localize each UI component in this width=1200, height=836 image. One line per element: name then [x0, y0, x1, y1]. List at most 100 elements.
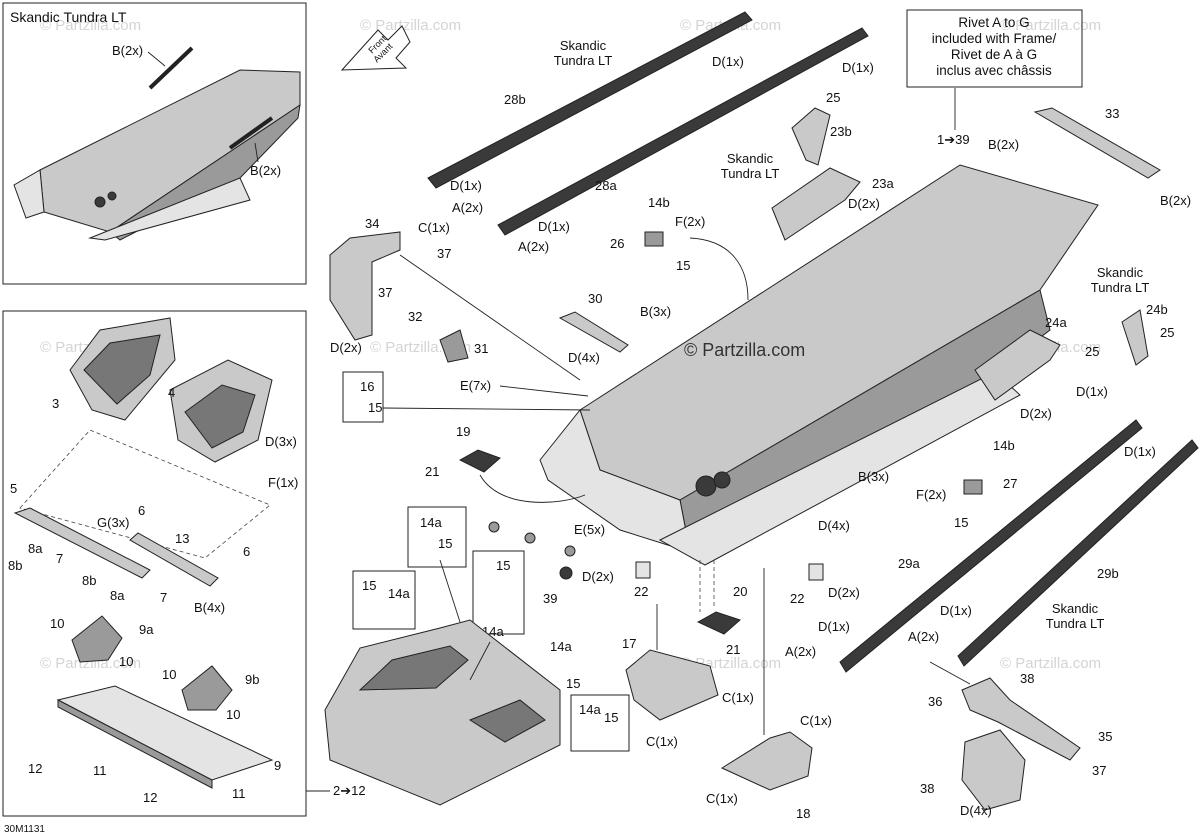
front-frame-opening [358, 645, 469, 691]
part-35-plate [961, 729, 1026, 811]
callout-label: 15 [362, 578, 376, 593]
part-34-bracket [329, 231, 401, 341]
watermark: © Partzilla.com [40, 17, 141, 34]
callout-label: 19 [456, 424, 470, 439]
callout-label: 29a [898, 556, 920, 571]
part-5-bracket [13, 507, 151, 579]
callout-label: 21 [726, 642, 740, 657]
callout-label: 21 [425, 464, 439, 479]
callout-label: 27 [1003, 476, 1017, 491]
parts-35-38: 38 36 35 37 38 D(4x) [920, 661, 1112, 818]
model-label: Tundra LT [1046, 616, 1105, 631]
parts-30-32: 30 B(3x) 32 31 D(4x) E(7x) [408, 291, 671, 397]
callout-label: B(3x) [640, 304, 671, 319]
part-4-opening [184, 384, 256, 449]
callout-label: D(4x) [568, 350, 600, 365]
callout-label: 23b [830, 124, 852, 139]
callout-label: 10 [119, 654, 133, 669]
callout-label: B(2x) [1160, 193, 1191, 208]
part-17-skid [625, 649, 719, 721]
callout-label: B(2x) [988, 137, 1019, 152]
callout-label: 28a [595, 178, 617, 193]
part-9-crossmember [56, 685, 274, 781]
part-23a-bracket [771, 167, 861, 241]
callout-label: D(1x) [538, 219, 570, 234]
front-arrow: Front Avant [340, 25, 411, 71]
callout-label: 37 [1092, 763, 1106, 778]
part-29b-rail [957, 439, 1199, 667]
watermark: © Partzilla.com [360, 17, 461, 34]
leader [147, 51, 166, 67]
kit-box [342, 371, 384, 423]
part-39 [559, 566, 573, 580]
inset-tunnel-front [13, 169, 45, 219]
note-line: Rivet de A à G [951, 47, 1037, 62]
main-tunnel: © Partzilla.com [539, 164, 1099, 566]
callout-label: 22 [634, 584, 648, 599]
callout-label: 16 [360, 379, 374, 394]
callout-label: 25 [1160, 325, 1174, 340]
inset-rail-upper [148, 46, 194, 90]
callout-label: E(7x) [460, 378, 491, 393]
callout-label: 24b [1146, 302, 1168, 317]
callout-label: 1➔39 [937, 132, 970, 147]
callout-label: 15 [496, 558, 510, 573]
callout-label: 24a [1045, 315, 1067, 330]
model-label: Tundra LT [721, 166, 780, 181]
group-27: 14b 27 F(2x) 15 [916, 438, 1017, 530]
callout-label: 9 [274, 758, 281, 773]
note-frame [906, 9, 1083, 88]
part-19: 19 21 E(5x) [425, 424, 605, 537]
note-line: Rivet A to G [958, 15, 1029, 30]
note-line: included with Frame/ [932, 31, 1057, 46]
callout-label: G(3x) [97, 515, 130, 530]
kit-box [570, 694, 630, 752]
callout-label: B(2x) [250, 163, 281, 178]
callout-label: 22 [790, 591, 804, 606]
callout-label: 14a [420, 515, 442, 530]
part-20: 20 21 [696, 560, 747, 657]
part-22-plate [808, 563, 824, 581]
callout-label: 15 [676, 258, 690, 273]
model-label: Skandic [1052, 601, 1099, 616]
figure-code: 30M1131 [4, 824, 45, 835]
callout-label: 15 [368, 400, 382, 415]
callout-label: B(4x) [194, 600, 225, 615]
callout-label: 10 [162, 667, 176, 682]
callout-label: 15 [604, 710, 618, 725]
leader [479, 474, 586, 503]
callout-label: C(1x) [800, 713, 832, 728]
part-28a-rail [497, 27, 869, 236]
callout-label: 20 [733, 584, 747, 599]
part-23b-bracket [791, 107, 831, 166]
part-washer [488, 521, 500, 533]
kit-box-14a-c: 14a 15 [570, 694, 630, 752]
leader [689, 237, 749, 301]
callout-label: 12 [28, 761, 42, 776]
leader [439, 559, 461, 623]
callout-label: 7 [160, 590, 167, 605]
lower-front-frame [324, 559, 561, 806]
callout-label: 11 [93, 763, 107, 778]
callout-label: 25 [826, 90, 840, 105]
leader [929, 661, 971, 685]
inset-hole [107, 191, 117, 201]
callout-label: 3 [52, 396, 59, 411]
part-9a-bracket [71, 615, 123, 663]
callout-label: 25 [1085, 344, 1099, 359]
callout-label: A(2x) [518, 239, 549, 254]
callout-label: 10 [226, 707, 240, 722]
callout-label: 14a [550, 639, 572, 654]
inset-frame [2, 2, 307, 285]
callout-label: B(3x) [858, 469, 889, 484]
callout-label: 17 [622, 636, 636, 651]
kit-box-15-14a: 15 14a [352, 570, 416, 630]
callout-label: 37 [437, 246, 451, 261]
callout-label: C(1x) [646, 734, 678, 749]
part-18: C(1x) C(1x) 18 [706, 568, 832, 821]
part-35-bracket [961, 677, 1081, 761]
callout-label: D(2x) [1020, 406, 1052, 421]
tunnel-hole [713, 471, 731, 489]
watermark: © Partzilla.com [1000, 17, 1101, 34]
callout-label: 30 [588, 291, 602, 306]
